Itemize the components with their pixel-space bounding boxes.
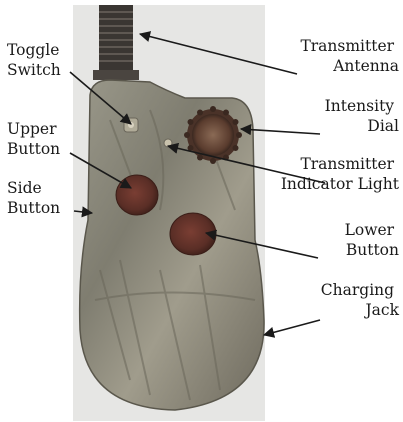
charging-jack-label: Charging Jack: [321, 281, 400, 319]
upper-button-graphic: [116, 175, 158, 215]
intensity-dial-label: Intensity Dial: [325, 97, 399, 135]
charging-jack-leader: [264, 320, 320, 335]
antenna-graphic: [93, 5, 139, 80]
toggle-switch-label: Toggle Switch: [7, 41, 64, 79]
transmitter-antenna-label: Transmitter Antenna: [300, 37, 399, 75]
lower-button-label: Lower Button: [345, 221, 399, 259]
upper-button-label: Upper Button: [7, 120, 61, 158]
indicator-light-graphic: [164, 139, 172, 147]
side-button-label: Side Button: [7, 179, 60, 217]
transmitter-indicator-light-label: Transmitter Indicator Light: [281, 155, 400, 193]
